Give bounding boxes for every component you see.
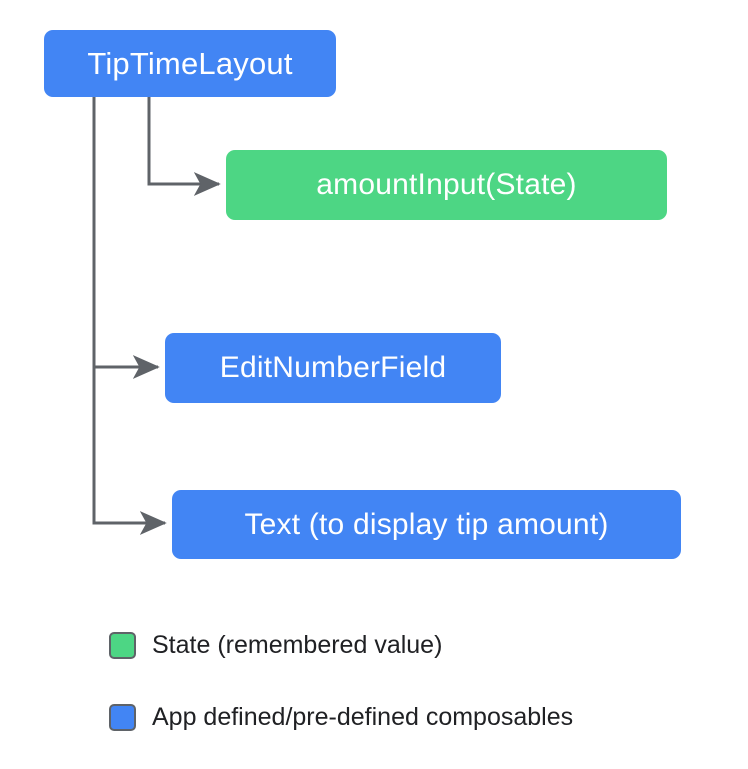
edge-root-to-tip-text	[92, 367, 167, 535]
node-edit-number-field[interactable]: EditNumberField	[165, 333, 501, 403]
node-amount-input-state[interactable]: amountInput(State)	[226, 150, 667, 220]
node-tip-text[interactable]: Text (to display tip amount)	[172, 490, 681, 559]
node-label: TipTimeLayout	[87, 45, 293, 81]
state-swatch	[109, 631, 136, 659]
legend-item-composable: App defined/pre-defined composables	[109, 694, 669, 740]
legend-item-label: App defined/pre-defined composables	[152, 702, 574, 731]
legend-item-label: State (remembered value)	[152, 630, 443, 659]
node-label: EditNumberField	[219, 351, 447, 384]
edge-root-to-amount-input	[147, 97, 221, 196]
edge-root-to-edit-number-field	[92, 97, 160, 379]
node-label: amountInput(State)	[316, 168, 577, 201]
legend: State (remembered value) App defined/pre…	[109, 622, 669, 766]
legend-item-state: State (remembered value)	[109, 622, 669, 668]
composable-swatch	[109, 703, 136, 731]
node-tip-time-layout[interactable]: TipTimeLayout	[44, 30, 336, 97]
node-label: Text (to display tip amount)	[244, 507, 609, 541]
